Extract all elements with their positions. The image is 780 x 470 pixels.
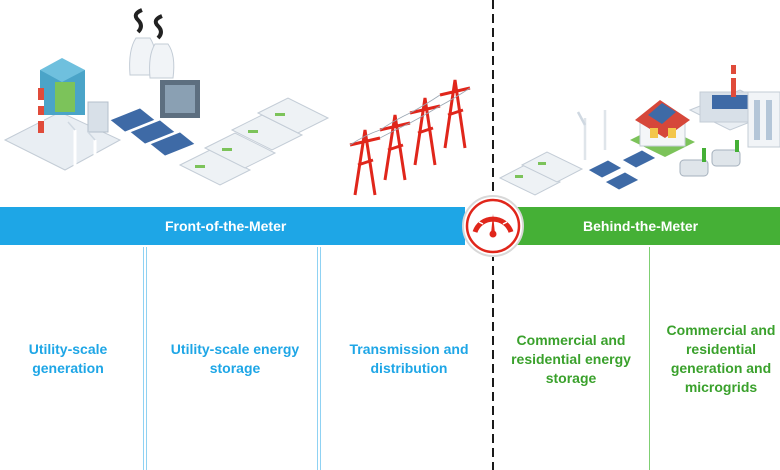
behind-the-meter-band: Behind-the-Meter: [494, 207, 780, 245]
battery-storage-icon: [178, 97, 330, 186]
battery-storage-icon: [498, 151, 584, 196]
meter-gauge-icon: [462, 195, 524, 257]
column-separator: [317, 247, 321, 470]
label-commercial-residential-energy-storage: Commercial and residential energy storag…: [511, 332, 631, 386]
front-of-the-meter-heading: Front-of-the-Meter: [165, 218, 287, 234]
label-utility-scale-generation: Utility-scale generation: [28, 341, 108, 376]
wind-turbine-icon: [576, 110, 607, 160]
factory-icon: [688, 65, 780, 148]
label-utility-scale-energy-storage: Utility-scale energy storage: [170, 341, 300, 376]
transmission-tower-icon: [349, 79, 471, 196]
label-transmission-and-distribution: Transmission and distribution: [349, 341, 469, 376]
ev-charging-icon: [679, 140, 741, 177]
front-of-the-meter-band: Front-of-the-Meter: [0, 207, 465, 245]
energy-infrastructure-illustration: [3, 8, 780, 196]
column-separator: [649, 247, 650, 470]
label-commercial-residential-generation-microgrids: Commercial and residential generation an…: [666, 322, 776, 395]
solar-panels-icon: [587, 149, 657, 191]
power-plant-icon: [3, 8, 200, 185]
behind-the-meter-heading: Behind-the-Meter: [583, 218, 699, 234]
column-separator: [143, 247, 147, 470]
house-solar-icon: [630, 100, 695, 157]
